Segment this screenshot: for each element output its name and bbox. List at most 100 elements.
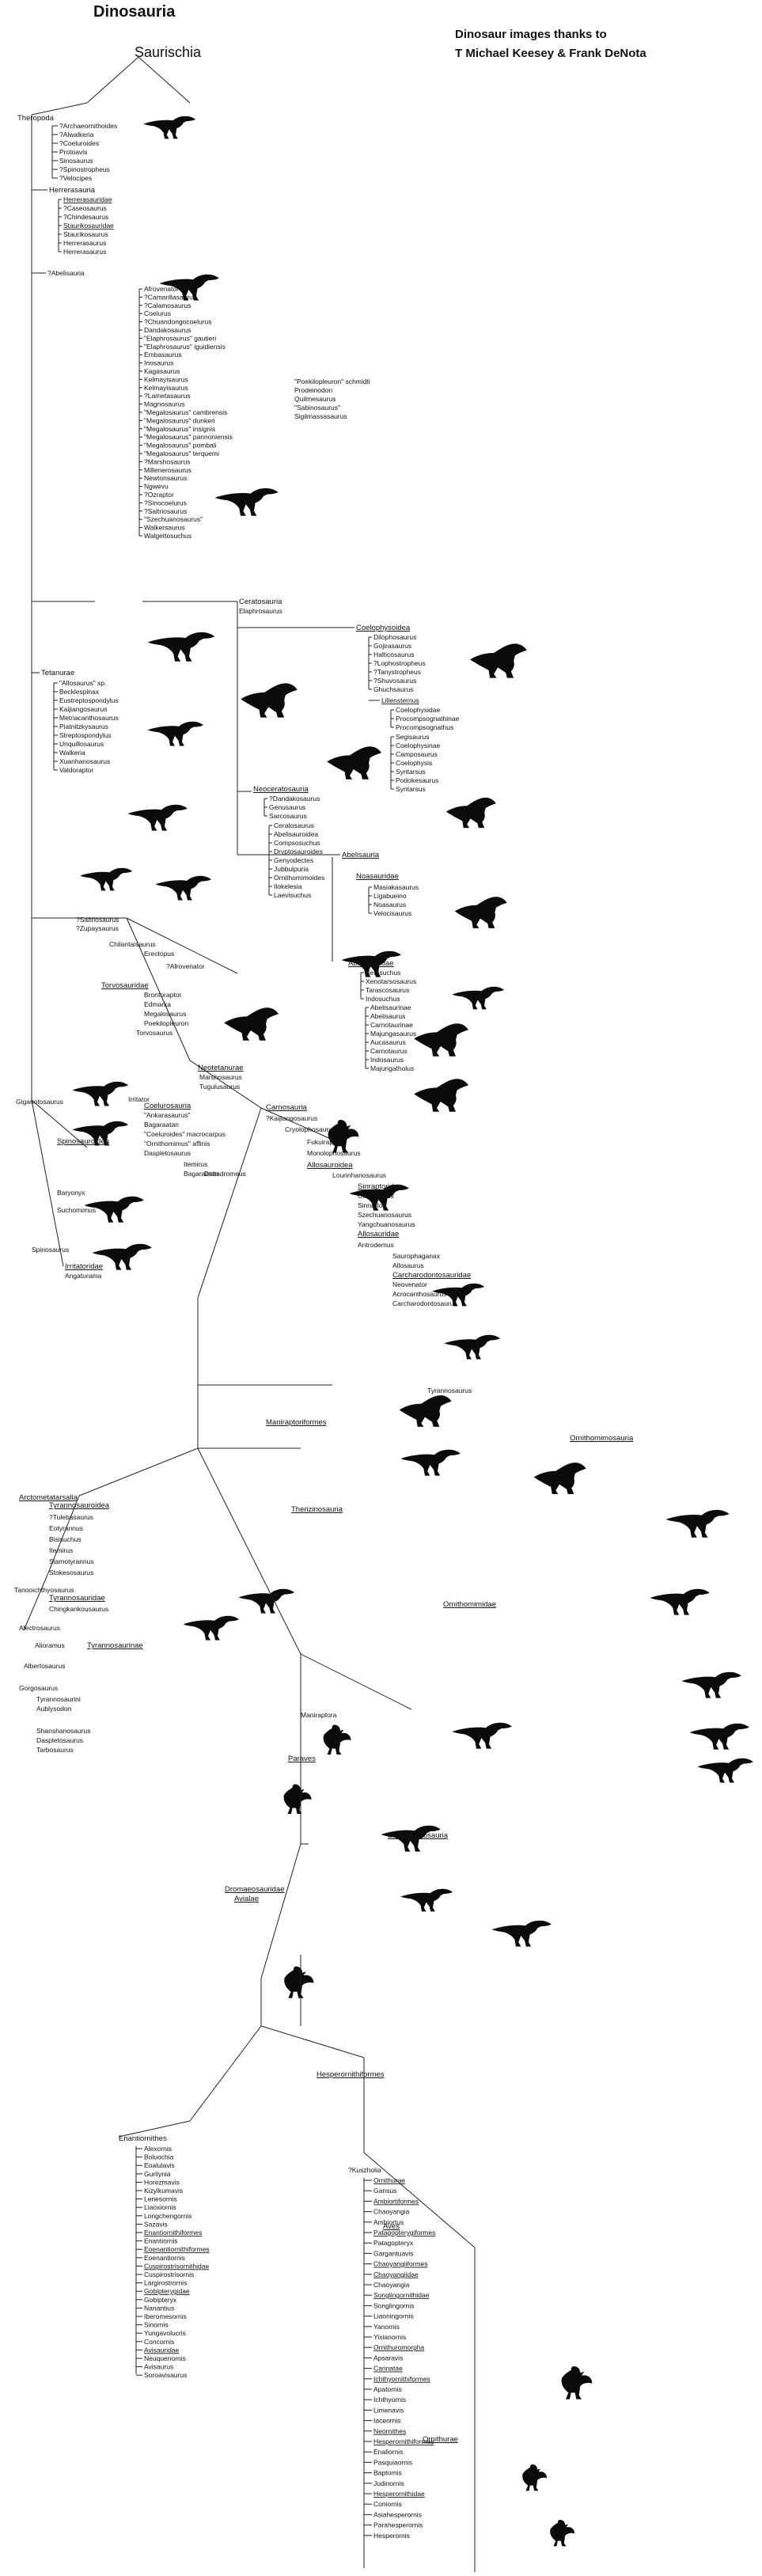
clade-label: Tyrannosauridae (49, 1594, 105, 1603)
taxon-label: Patagopteryx (373, 2239, 414, 2247)
page-title: Dinosauria (93, 3, 176, 21)
taxon-label: Liaoningornis (373, 2312, 414, 2320)
taxon-label: Chilantaisaurus (109, 940, 156, 948)
taxon-label: "Elaphrosaurus" iguidiensis (144, 343, 226, 351)
clade-label: Tyrannosaurinae (87, 1641, 143, 1650)
taxon-label: Herrerasaurus (63, 248, 106, 256)
taxon-label: Majungasaurus (370, 1030, 416, 1038)
taxon-label: ?Lametasaurus (144, 392, 191, 400)
taxon-label: Elaphrosaurus (239, 607, 282, 615)
taxon-label: Carnotaurinae (370, 1021, 413, 1029)
clade-label: Hesperornithiformes (317, 2070, 385, 2079)
taxon-label: Enantiornithiformes (144, 2229, 202, 2236)
taxon-label: Judinornis (373, 2479, 404, 2487)
taxon-label: Laevisuchus (274, 891, 311, 899)
dinosaur-silhouette-icon (414, 1023, 468, 1057)
taxon-label: Enaliornis (373, 2448, 403, 2456)
taxon-label: Carcharodontosaurus (392, 1299, 457, 1307)
clade-label: Therizinosauria (291, 1505, 343, 1514)
branch (47, 1495, 80, 1576)
taxon-label: Jubbulpuria (274, 865, 309, 873)
taxon-label: Stokesosaurus (49, 1569, 93, 1576)
taxon-label: Coelophysinae (396, 742, 441, 749)
taxon-label: Aublysodon (36, 1705, 72, 1713)
taxon-label: Albertosaurus (24, 1662, 65, 1670)
taxon-label: Ichthyornis (373, 2396, 406, 2403)
taxon-label: Carnotaurus (370, 1047, 408, 1055)
taxon-label: Ornithuromorpha (373, 2343, 425, 2351)
clade-label: Ornithurae (423, 2435, 458, 2444)
dinosaur-silhouette-icon (238, 1588, 294, 1614)
taxon-label: Ghuchsaurus (373, 685, 414, 693)
taxon-label: Betasuchus (366, 969, 400, 977)
taxon-label: Shanshanosaurus (36, 1727, 91, 1735)
taxon-label: Monolophosaurus (307, 1149, 361, 1157)
taxon-label: Lenesornis (144, 2195, 177, 2203)
branch (300, 1653, 412, 1710)
taxon-label: Newtonsaurus (144, 474, 187, 482)
taxon-label: Gorgosaurus (19, 1684, 58, 1692)
taxon-label: Sinosaurus (59, 157, 93, 165)
taxon-label: Walkeria (59, 749, 85, 757)
taxon-label: Hesperornithidae (373, 2490, 425, 2498)
taxon-label: Itemirus (49, 1546, 73, 1554)
taxon-label: Eotyrannus (49, 1524, 83, 1532)
branch (126, 917, 238, 974)
taxon-label: ?Sinocoelurus (144, 499, 187, 506)
taxon-label: ?Coeluroides (59, 139, 99, 147)
taxon-label: Staurikosauridae (63, 222, 114, 230)
taxon-label: Antrodemus (358, 1241, 394, 1249)
dinosaur-silhouette-icon (284, 1966, 314, 1998)
taxon-label: Herrerasauridae (63, 195, 112, 203)
taxon-label: Syntarsus (396, 785, 426, 793)
clade-neoceratosauria: Neoceratosauria (253, 785, 309, 794)
taxon-label: ?Kaijiangosaurus (266, 1114, 317, 1122)
branch (31, 1099, 64, 1267)
taxon-label: Xenotarsosaurus (366, 977, 416, 985)
taxon-label: Daspletosaurus (144, 1149, 191, 1157)
dinosaur-silhouette-icon (323, 1724, 351, 1755)
taxon-label: Marshosaurus (199, 1073, 242, 1081)
dinosaur-silhouette-icon (327, 746, 381, 780)
taxon-label: Kelmayisaurus (144, 375, 188, 383)
taxon-label: Iaceornis (373, 2417, 401, 2425)
clade-abelisauridae: Abelisauridae (348, 959, 394, 968)
taxon-label: Valdoraptor (59, 766, 93, 774)
taxon-label: "Megalosaurus" dunkeri (144, 416, 215, 424)
taxon-label: Prodeinodon (294, 386, 332, 394)
taxon-label: "Coeluroides" macrocarpus (144, 1130, 226, 1138)
taxon-label: Embasaurus (144, 351, 182, 359)
clade-noasauridae: Noasauridae (356, 872, 399, 881)
taxon-label: Procompsognathinae (396, 715, 460, 723)
taxon-label: Eoalulavis (144, 2161, 175, 2169)
taxon-label: ?Spinostropheus (59, 165, 110, 173)
taxon-label: Enantiornis (144, 2237, 178, 2245)
clade-ceratosauria: Ceratosauria (239, 598, 282, 606)
dinosaur-silhouette-icon (400, 1888, 453, 1912)
taxon-label: ?Saltriosaurus (144, 507, 187, 515)
taxon-labels: Theropoda?Archaeornithoides?Alwalkeria?C… (14, 114, 634, 2540)
branch (189, 2025, 262, 2122)
taxon-label: Largirostrornis (144, 2279, 187, 2287)
taxon-label: Neuquenornis (144, 2354, 186, 2362)
taxon-label: Neovenator (392, 1280, 427, 1288)
taxon-label: Camposaurus (396, 750, 438, 758)
taxon-label: Abelisaurus (370, 1012, 405, 1020)
taxon-label: ?Afrovenator (166, 962, 205, 970)
branch (189, 1060, 262, 1109)
branch (260, 1107, 333, 1140)
taxon-label: "Allosaurus" sp. (59, 679, 106, 687)
branch (197, 1107, 262, 1299)
taxon-label: Sinornis (144, 2321, 169, 2329)
taxon-label: Kelmayisaurus (144, 384, 188, 392)
clade-label: Allosauroidea (307, 1161, 353, 1170)
taxon-label: Daspletosaurus (36, 1736, 83, 1744)
taxon-label: Magnosaurus (144, 400, 185, 408)
taxon-label: Masiakasaurus (373, 883, 419, 891)
taxon-label: Songlingornis (373, 2301, 415, 2309)
dinosaur-silhouette-icon (80, 867, 133, 891)
taxon-label: ?Caseosaurus (63, 204, 107, 212)
clade-herrerasauria: Herrerasauria (49, 186, 96, 195)
taxon-label: Hesperornis (373, 2532, 410, 2540)
branch (31, 102, 88, 301)
